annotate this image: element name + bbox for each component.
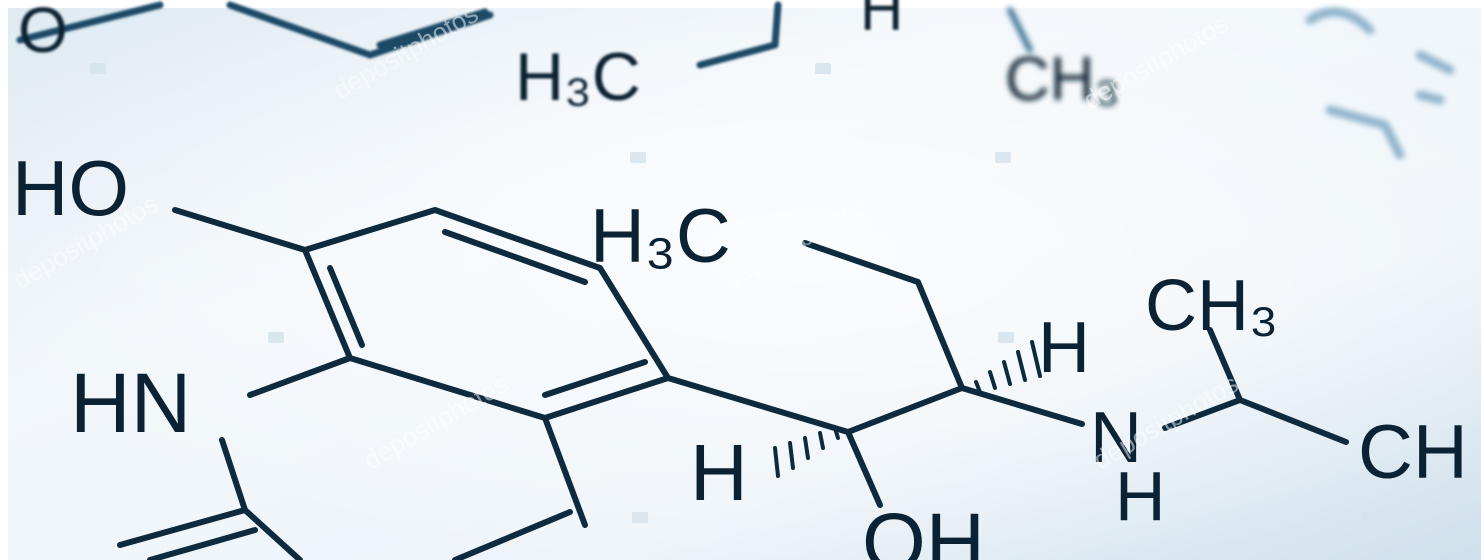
atom-label-h3c: H₃C — [590, 194, 731, 279]
watermark-camera-icon — [815, 63, 831, 74]
atom-label-h-right: H — [1038, 308, 1090, 388]
top-structure: O H₃C H — [16, 0, 903, 115]
atom-label-top-o: O — [18, 0, 68, 66]
main-structure-bonds — [117, 207, 1349, 560]
watermark-camera-icon — [1362, 512, 1378, 523]
hash-wedges — [773, 340, 1042, 478]
watermark-camera-icon — [630, 152, 646, 163]
atom-label-h-left: H — [690, 428, 748, 517]
atom-label-top-h: H — [860, 0, 903, 43]
atom-label-n-h: H — [1115, 457, 1166, 535]
watermark-camera-icon — [998, 332, 1014, 343]
watermark-camera-icon — [632, 512, 648, 523]
top-border — [0, 0, 1481, 8]
watermark-camera-icon — [268, 332, 284, 343]
atom-label-top-h3c: H₃C — [515, 39, 641, 115]
atom-label-ch-right: CH — [1358, 410, 1468, 495]
atom-label-oh: OH — [862, 497, 985, 560]
atom-label-ho: HO — [12, 144, 129, 232]
atom-label-n: N — [1090, 398, 1142, 478]
main-structure-labels: HO H₃C HN H CH₃ N H CH H OH — [12, 144, 1468, 560]
left-border — [0, 0, 8, 560]
atom-label-hn: HN — [70, 356, 191, 450]
watermark-camera-icon — [995, 152, 1011, 163]
atom-label-ch3: CH₃ — [1145, 266, 1278, 346]
top-right-structure: CH₃ — [1005, 7, 1455, 160]
atom-label-top-ch3: CH₃ — [1005, 45, 1120, 114]
watermark-camera-icon — [90, 63, 106, 74]
